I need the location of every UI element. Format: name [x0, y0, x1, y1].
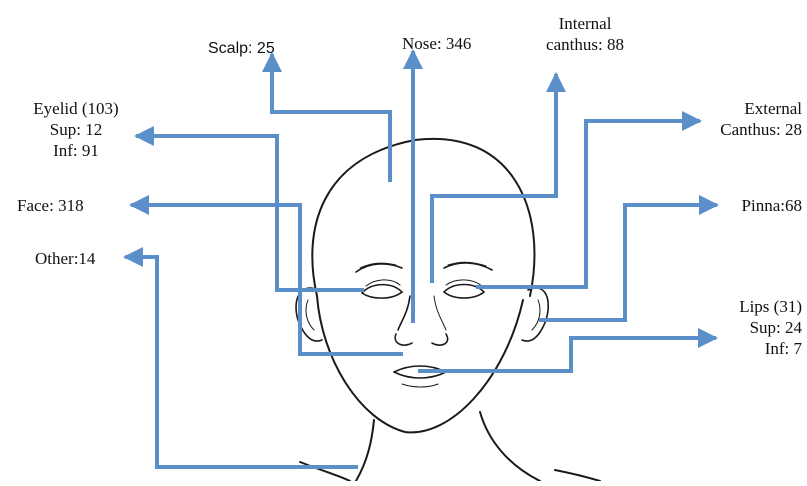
- scalp-arrow: [272, 54, 390, 182]
- lips-line-2: Sup: 24: [710, 317, 802, 338]
- external-canthus-line-2: Canthus: 28: [690, 119, 802, 140]
- internal-canthus-arrow: [432, 74, 556, 283]
- other-label: Other:14: [35, 248, 95, 269]
- lips-arrow: [418, 338, 716, 371]
- external-canthus-label: External Canthus: 28: [690, 98, 802, 140]
- pinna-arrow: [539, 205, 717, 320]
- internal-canthus-label: Internal canthus: 88: [540, 13, 630, 55]
- face-features: [296, 262, 548, 387]
- face-arrow: [131, 205, 403, 354]
- pinna-label: Pinna:68: [720, 195, 802, 216]
- eyelid-line-3: Inf: 91: [16, 140, 136, 161]
- scalp-label: Scalp: 25: [208, 38, 275, 59]
- eyelid-line-2: Sup: 12: [16, 119, 136, 140]
- lips-label: Lips (31) Sup: 24 Inf: 7: [710, 296, 802, 359]
- eyelid-label: Eyelid (103) Sup: 12 Inf: 91: [16, 98, 136, 161]
- eyelid-arrow: [136, 136, 364, 290]
- face-label: Face: 318: [17, 195, 84, 216]
- external-canthus-line-1: External: [690, 98, 802, 119]
- internal-canthus-line-2: canthus: 88: [540, 34, 630, 55]
- nose-label: Nose: 346: [402, 33, 471, 54]
- internal-canthus-line-1: Internal: [540, 13, 630, 34]
- lips-line-1: Lips (31): [710, 296, 802, 317]
- eyelid-line-1: Eyelid (103): [16, 98, 136, 119]
- lips-line-3: Inf: 7: [710, 338, 802, 359]
